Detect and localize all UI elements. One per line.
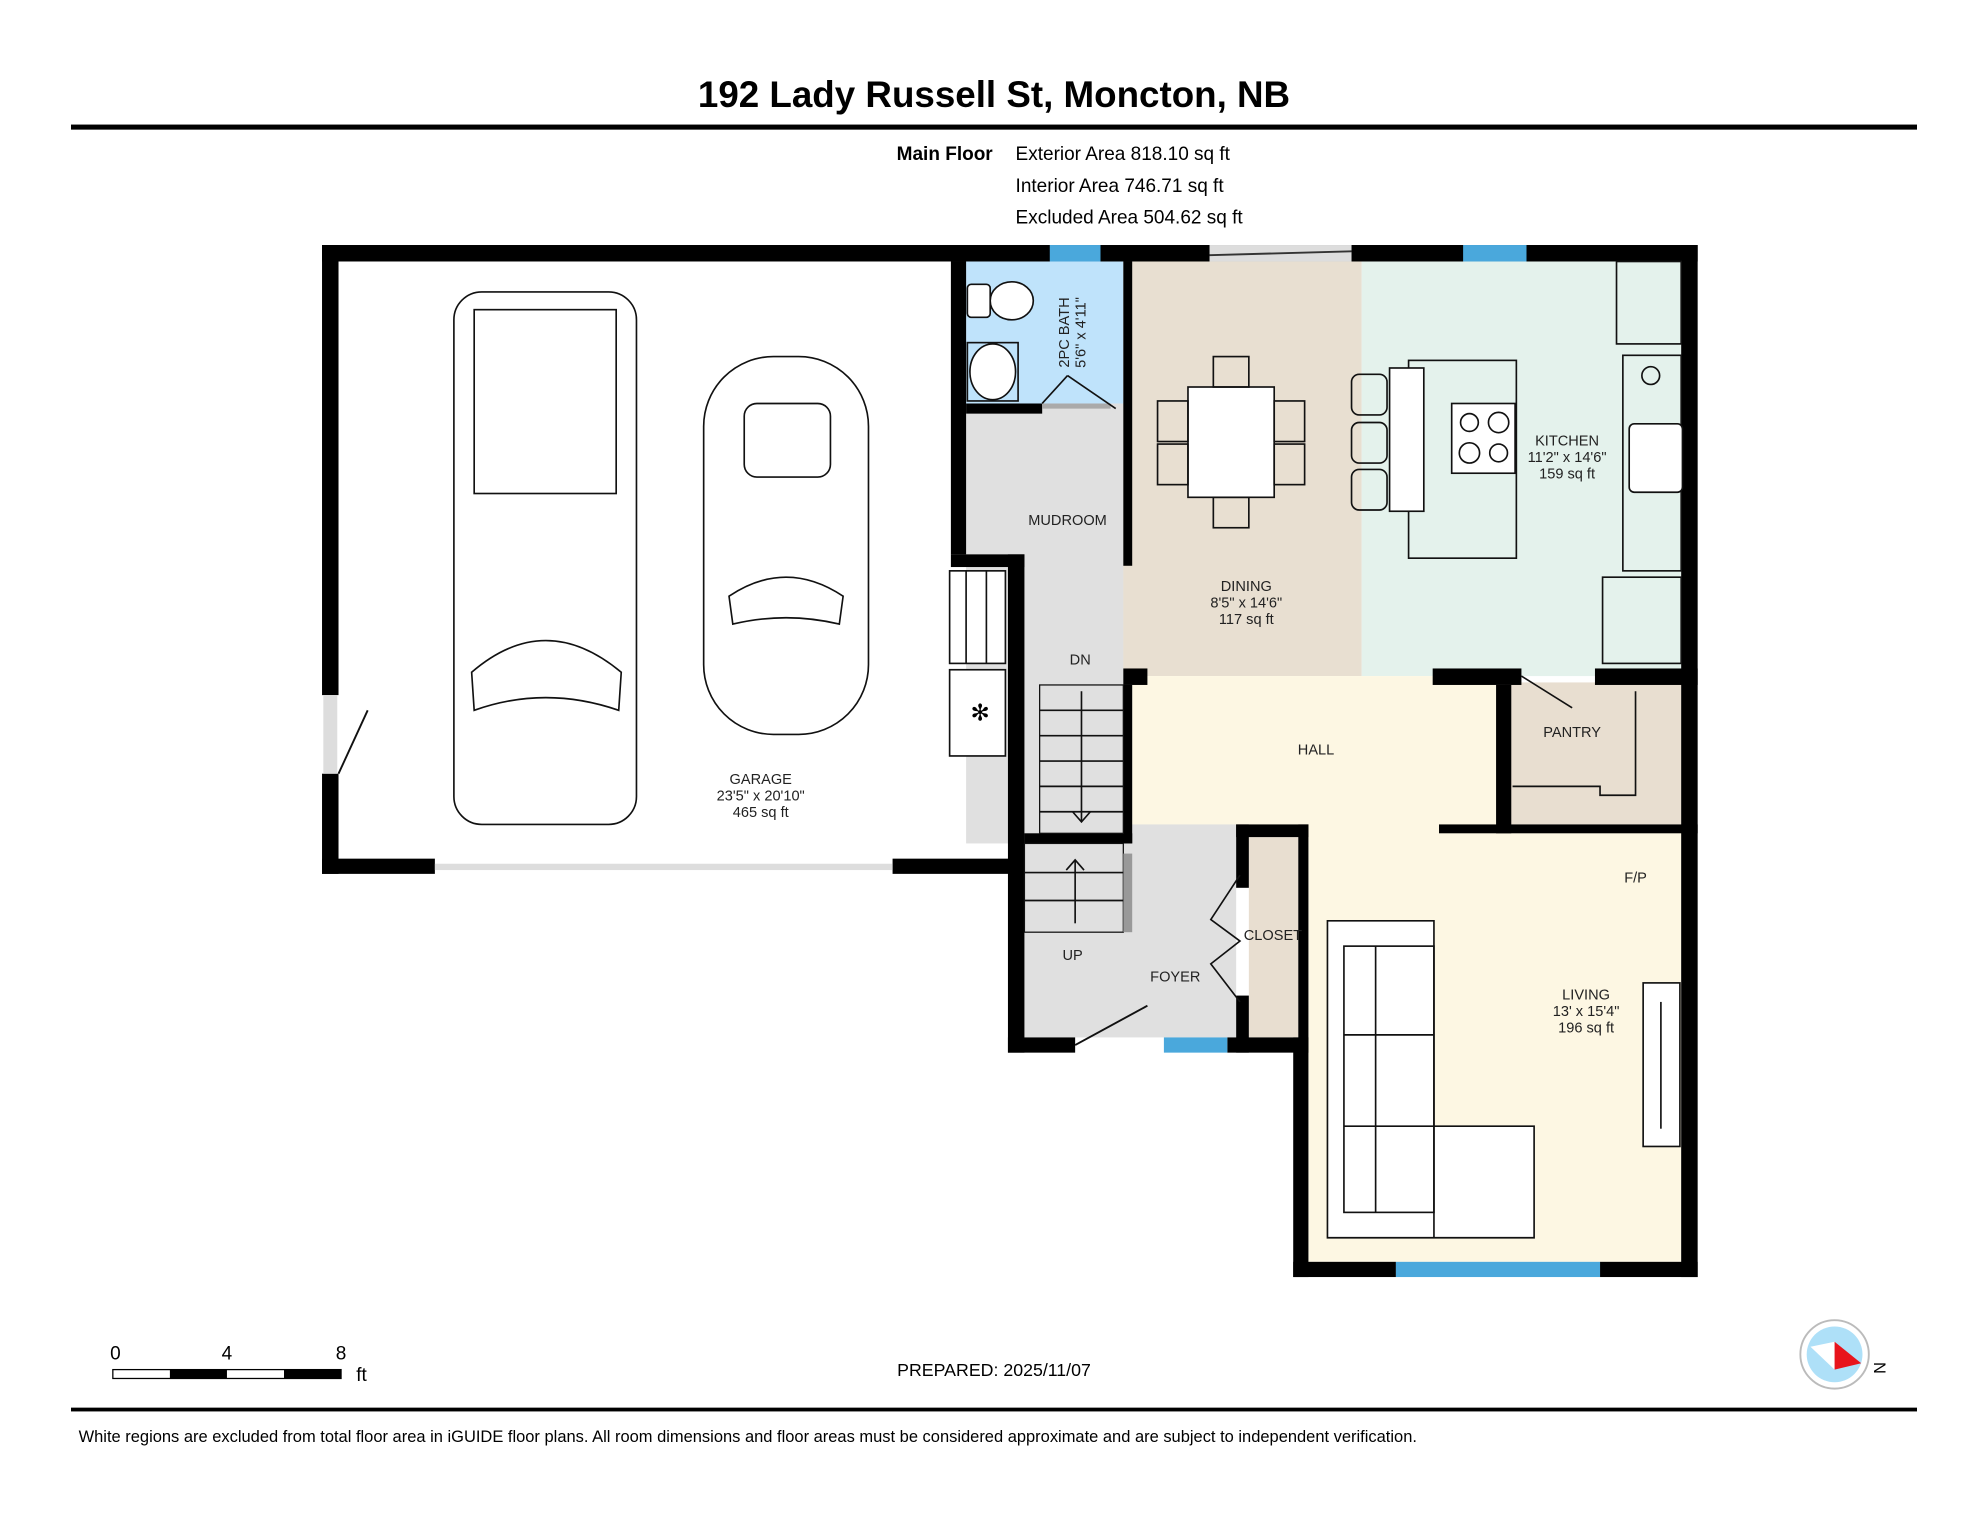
- disclaimer: White regions are excluded from total fl…: [79, 1428, 1417, 1446]
- fireplace-label: F/P: [1624, 871, 1647, 887]
- kitchen-area: 159 sq ft: [1539, 466, 1595, 482]
- windows: [323, 245, 1601, 1278]
- fixtures: [966, 260, 1684, 1239]
- living-area: 196 sq ft: [1558, 1020, 1614, 1036]
- dining-table: [1187, 386, 1276, 499]
- hall-floor: [1132, 676, 1497, 834]
- excluded-area: Excluded Area 504.62 sq ft: [1016, 207, 1244, 228]
- scale-tick-8: 8: [336, 1343, 347, 1364]
- page-title: 192 Lady Russell St, Moncton, NB: [698, 74, 1290, 115]
- dining-area: 117 sq ft: [1219, 612, 1274, 628]
- hall-label: HALL: [1298, 743, 1334, 759]
- garage-side-door: [323, 695, 338, 774]
- living-dims: 13' x 15'4": [1553, 1004, 1620, 1020]
- bath-label: 2PC BATH: [1057, 297, 1073, 367]
- compass-north-label: N: [1870, 1362, 1888, 1374]
- truck: [453, 291, 638, 826]
- stairs: ✻: [948, 570, 1133, 933]
- foyer-label: FOYER: [1150, 970, 1200, 986]
- prepared-date: PREPARED: 2025/11/07: [897, 1360, 1091, 1380]
- living-window: [1395, 1261, 1601, 1278]
- closet-label: CLOSET: [1244, 928, 1302, 944]
- snowflake-icon: ✻: [970, 699, 989, 725]
- toilet: [989, 280, 1035, 321]
- pantry-label: PANTRY: [1543, 725, 1601, 741]
- kitchen-label: KITCHEN: [1535, 433, 1599, 449]
- sectional-sofa: [1326, 919, 1535, 1239]
- bath-sink: [969, 343, 1017, 401]
- closet-floor: [1248, 837, 1299, 1038]
- kitchen-sink: [1628, 422, 1684, 494]
- interior-area: Interior Area 746.71 sq ft: [1016, 176, 1225, 197]
- mudroom-label: MUDROOM: [1028, 513, 1107, 529]
- fridge: [1601, 576, 1683, 665]
- scale-bar: 0 4 8 ft: [110, 1343, 367, 1386]
- scale-tick-4: 4: [222, 1343, 233, 1364]
- bath-dims: 5'6" x 4'11": [1073, 297, 1089, 368]
- stairs-up-label: UP: [1062, 948, 1082, 964]
- foyer-window: [1163, 1037, 1228, 1053]
- stairs-down-label: DN: [1070, 653, 1091, 669]
- living-label: LIVING: [1562, 987, 1610, 1003]
- scale-unit: ft: [356, 1365, 367, 1386]
- garage-label: GARAGE: [730, 772, 793, 788]
- room-labels: GARAGE 23'5" x 20'10" 465 sq ft 2PC BATH…: [717, 297, 1647, 1036]
- scale-tick-0: 0: [110, 1343, 121, 1364]
- bath-window: [1049, 245, 1101, 262]
- exterior-area: Exterior Area 818.10 sq ft: [1016, 144, 1231, 165]
- dining-dims: 8'5" x 14'6": [1210, 596, 1282, 612]
- kitchen-window: [1463, 245, 1527, 262]
- floor-name: Main Floor: [897, 144, 994, 165]
- walls: [322, 245, 1698, 1278]
- car: [702, 355, 870, 736]
- footer-divider: [71, 1407, 1917, 1412]
- pantry-floor: [1504, 682, 1682, 825]
- garage-door: [434, 863, 893, 871]
- dining-label: DINING: [1221, 579, 1272, 595]
- furnace: [948, 668, 1007, 757]
- header-divider: [71, 124, 1917, 130]
- garage-area: 465 sq ft: [733, 805, 789, 821]
- kitchen-dims: 11'2" x 14'6": [1528, 450, 1607, 466]
- cooktop: [1450, 402, 1516, 475]
- garage-dims: 23'5" x 20'10": [717, 788, 805, 804]
- compass-icon: N: [1799, 1319, 1888, 1390]
- garage-vehicles: [453, 291, 870, 826]
